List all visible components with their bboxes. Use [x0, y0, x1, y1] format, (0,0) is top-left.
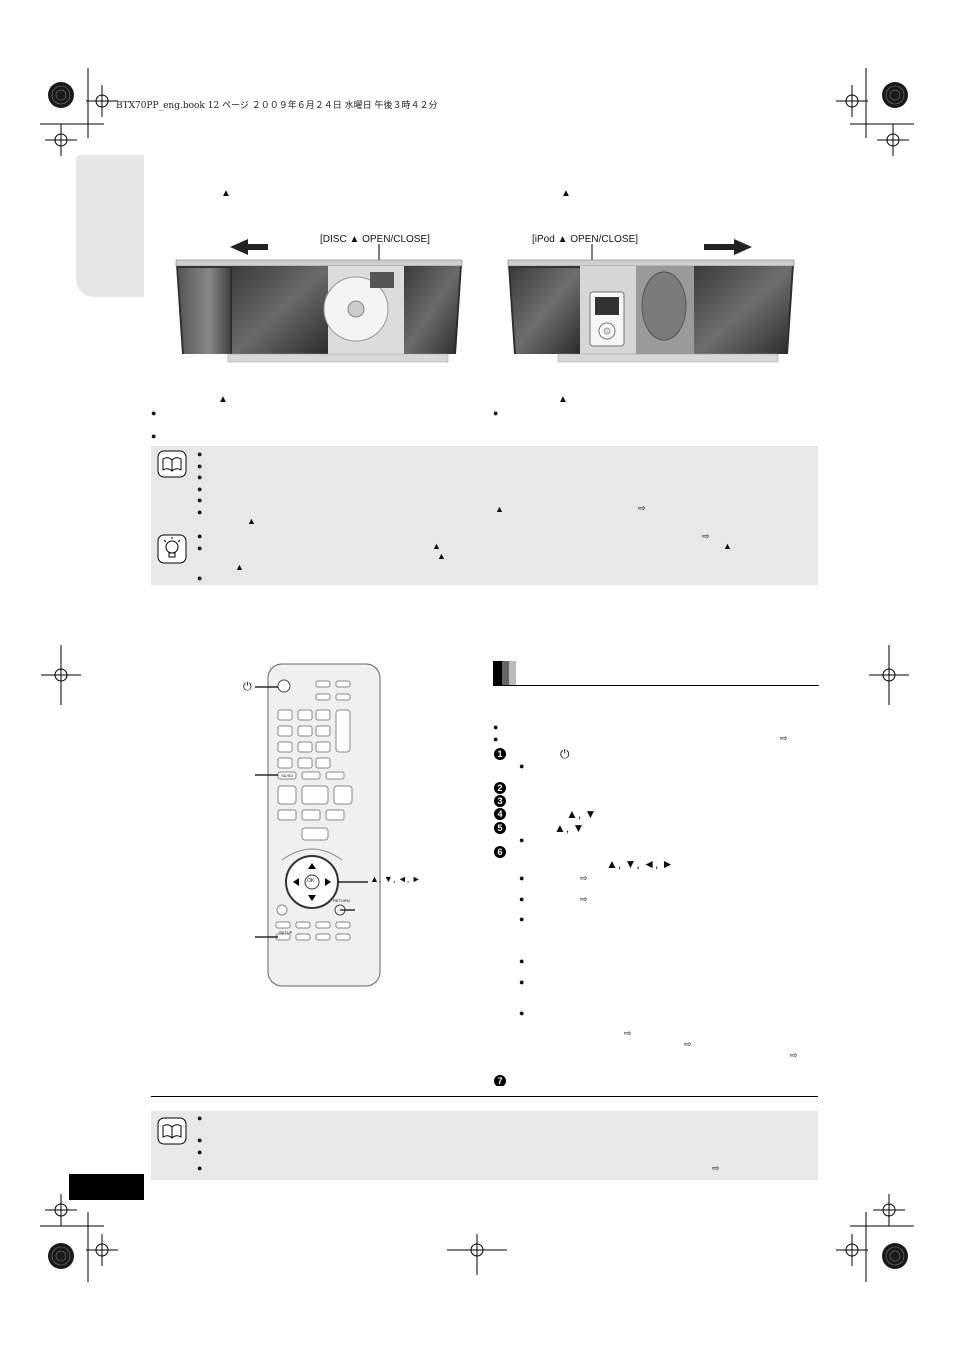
eject-icon: ▲: [495, 504, 504, 514]
bullet: ●: [519, 873, 525, 883]
arrow-keys-label: ▲, ▼: [566, 807, 597, 821]
arrow-ref-icon: ⇨: [790, 1050, 798, 1060]
bullet: ●: [519, 894, 525, 904]
bullet: ●: [519, 956, 525, 966]
svg-text:2: 2: [497, 783, 502, 793]
remote-control: [255, 663, 381, 987]
arrow-ref-icon: ⇨: [712, 1163, 720, 1173]
bullet: ●: [519, 914, 525, 924]
bullet: ●: [519, 761, 525, 771]
eject-icon: ▲: [561, 188, 571, 199]
bullet-list: ●●: [197, 531, 203, 553]
arrow-ref-icon: ⇨: [580, 873, 588, 883]
section-header: [493, 661, 819, 686]
page-number-block: [69, 1174, 144, 1200]
arrow-ref-icon: ⇨: [580, 894, 588, 904]
arrow-ref-icon: ⇨: [780, 733, 788, 743]
eject-icon: ▲: [218, 394, 228, 405]
eject-icon: ▲: [221, 188, 231, 199]
eject-icon: ▲: [437, 551, 446, 561]
bullet: ●: [151, 408, 157, 418]
return-label: RETURN: [333, 898, 350, 903]
bullet-list: ●●●●●●: [197, 449, 203, 517]
eject-icon: ▲: [558, 394, 568, 405]
disc-open-close-label: [DISC ▲ OPEN/CLOSE]: [320, 234, 430, 245]
divider: [151, 1096, 818, 1097]
ipod-open-close-label: [iPod ▲ OPEN/CLOSE]: [532, 234, 639, 245]
arrow-ref-icon: ⇨: [638, 503, 646, 513]
arrow-keys-label: ▲, ▼: [554, 821, 585, 835]
eject-icon: ▲: [247, 516, 256, 526]
power-icon: ⏻: [560, 747, 570, 761]
bullet: ●: [197, 1163, 203, 1173]
bullet: ●: [493, 408, 499, 418]
eject-icon: ▲: [235, 562, 244, 572]
bullet-list: ●●: [493, 722, 499, 744]
svg-text:4: 4: [497, 809, 502, 819]
eject-icon: ▲: [432, 541, 441, 551]
sd-label: SD/SD: [281, 773, 294, 778]
tip-bulb-icon: [157, 534, 187, 564]
note-book-icon: [157, 450, 187, 478]
bullet: ●: [519, 1008, 525, 1018]
unit-ipod-illustration: [507, 239, 795, 363]
eject-icon: ▲: [723, 541, 732, 551]
note-book-icon: [157, 1117, 187, 1145]
arrow-keys-label: ▲, ▼, ◄, ►: [606, 857, 674, 871]
svg-text:7: 7: [497, 1076, 502, 1086]
svg-text:3: 3: [497, 796, 502, 806]
ok-label: OK: [307, 878, 315, 884]
unit-disc-illustration: [175, 239, 463, 363]
svg-text:6: 6: [497, 847, 502, 857]
file-header: BTX70PP_eng.book 12 ページ ２００９年６月２４日 水曜日 午…: [116, 101, 438, 111]
arrow-ref-icon: ⇨: [624, 1028, 632, 1038]
bullet: ●: [197, 573, 203, 583]
arrow-ref-icon: ⇨: [684, 1039, 692, 1049]
side-tab: [76, 155, 144, 297]
arrow-ref-icon: ⇨: [702, 531, 710, 541]
bullet: ●: [519, 977, 525, 987]
bullet: ●: [151, 431, 157, 441]
note-box: [151, 446, 818, 585]
setup-label: SETUP: [279, 930, 293, 935]
power-icon: ⏻: [243, 681, 252, 693]
svg-text:5: 5: [497, 823, 502, 833]
cursor-buttons-label: ▲, ▼, ◄, ►: [370, 874, 421, 884]
bullet: ●: [519, 835, 525, 845]
step-numbers: 1 2 3 4 5 6 7: [494, 748, 506, 1086]
bullet-list: ●●: [197, 1135, 203, 1157]
bullet: ●: [197, 1113, 203, 1123]
svg-text:1: 1: [497, 749, 502, 759]
note-box: [151, 1111, 818, 1180]
